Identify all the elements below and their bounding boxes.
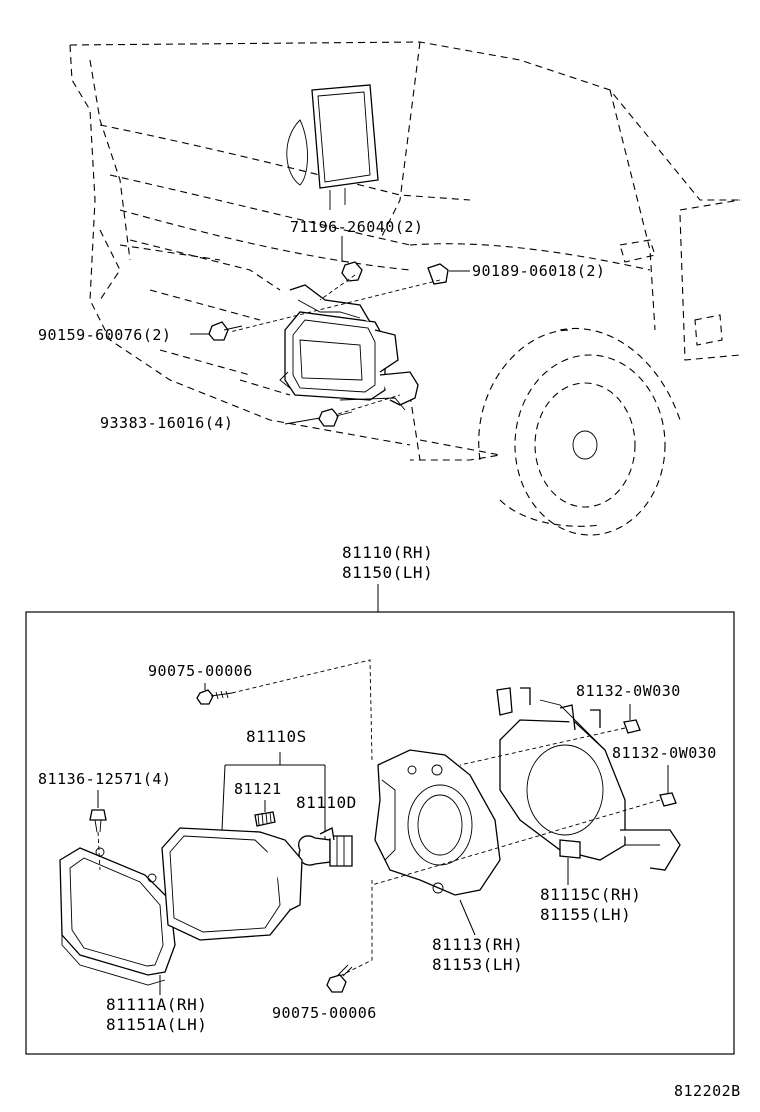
lamp-housing: [374, 749, 501, 896]
diagram-code: 812202B: [674, 1082, 741, 1100]
truck-cab-outline: [69, 41, 741, 536]
label-frame-rh: 81111A(RH): [106, 995, 207, 1014]
exploded-view-frame: [25, 611, 735, 1055]
mounting-bracket: [496, 687, 681, 871]
vehicle-hardware: [190, 236, 470, 427]
callout-93383: 93383-16016(4): [100, 414, 233, 432]
bulb-icon: [298, 827, 353, 867]
label-frame-lh: 81151A(LH): [106, 1015, 207, 1034]
callout-71196: 71196-26040(2): [290, 218, 423, 236]
label-housing-rh: 81113(RH): [432, 935, 523, 954]
screw-icon: [326, 964, 353, 993]
bulb-set-bracket: [221, 752, 326, 840]
screw-icon: [196, 689, 233, 705]
label-nut-2: 81132-0W030: [612, 744, 717, 762]
screw-icon: [254, 811, 276, 827]
label-screw-bottom: 90075-00006: [272, 1004, 377, 1022]
assembly-lh-label: 81150(LH): [342, 563, 433, 582]
clip-icon: [427, 263, 449, 285]
label-bulb-81110d: 81110D: [296, 793, 357, 812]
assembly-rh-label: 81110(RH): [342, 543, 433, 562]
label-bracket-rh: 81115C(RH): [540, 885, 641, 904]
lamp-rim: [59, 831, 176, 986]
clip-icon: [89, 809, 107, 833]
label-nut-1: 81132-0W030: [576, 682, 681, 700]
fog-lamp-installed: [279, 284, 419, 411]
callout-90189: 90189-06018(2): [472, 262, 605, 280]
nut-icon: [341, 261, 363, 282]
label-housing-lh: 81153(LH): [432, 955, 523, 974]
nut-icon: [623, 719, 641, 734]
label-clip-81136: 81136-12571(4): [38, 770, 171, 788]
label-bracket-lh: 81155(LH): [540, 905, 631, 924]
lamp-unit: [161, 827, 303, 941]
label-screw-81121: 81121: [234, 780, 282, 798]
bolt-icon: [318, 408, 353, 427]
callout-90159: 90159-60076(2): [38, 326, 171, 344]
label-screw-top: 90075-00006: [148, 662, 253, 680]
label-bulb-set: 81110S: [246, 727, 307, 746]
bolt-icon: [208, 321, 243, 341]
nut-icon: [659, 792, 677, 807]
